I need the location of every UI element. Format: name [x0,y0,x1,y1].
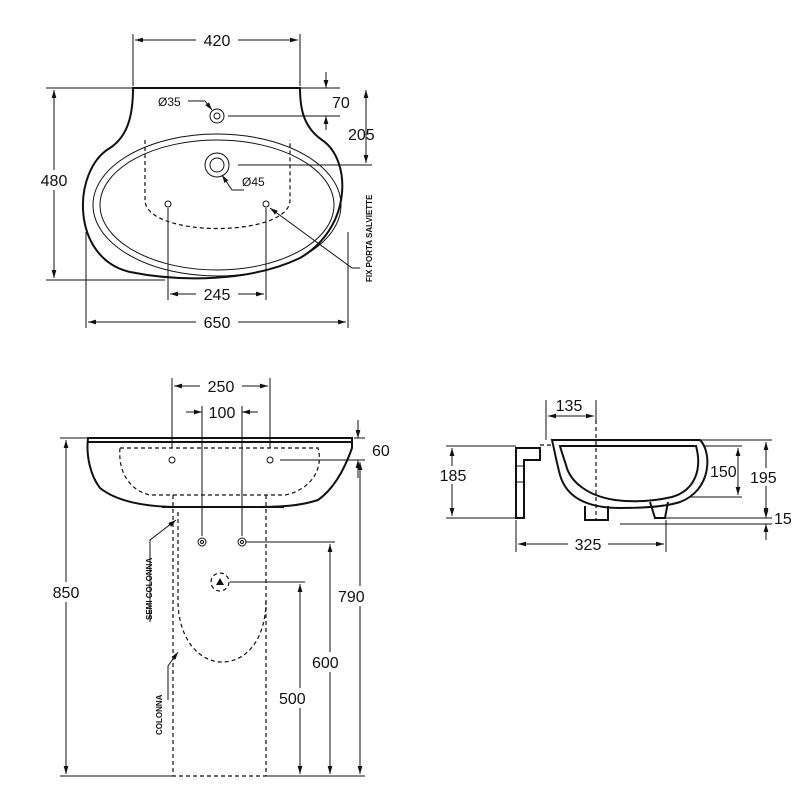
dim-70: 70 [332,95,350,112]
basin-side-outline [550,439,709,510]
wall-bracket [515,447,541,519]
bowl-hidden-line [144,140,291,229]
pedestal-hidden [172,495,267,777]
label-d35: Ø35 [158,95,181,109]
dim-500: 500 [279,691,306,708]
front-view: 250 100 60 850 790 600 500 [46,376,390,777]
dim-850: 850 [53,585,80,602]
dim-195: 195 [750,470,777,487]
label-colonna: COLONNA [155,694,164,735]
side-view: 135 185 150 195 15 325 [436,398,792,554]
dim-250: 250 [208,379,235,396]
dim-480: 480 [41,173,68,190]
dim-325: 325 [575,537,602,554]
dim-600: 600 [312,655,339,672]
top-view: 420 480 Ø35 70 205 Ø45 FIX PORTA SALVIET… [34,30,375,332]
dim-185: 185 [440,468,467,485]
basin-top-outline [82,87,344,280]
drain-hole [204,152,230,178]
semi-pedestal-hidden [177,512,267,663]
fix-hole-right [262,200,270,208]
tap-hole [209,108,225,124]
dim-790: 790 [338,589,365,606]
label-towel-fix: FIX PORTA SALVIETTE [365,194,374,282]
label-semi-colonna: SEMI COLONNA [145,558,154,620]
front-bowl-hidden [119,447,320,496]
dim-205: 205 [348,127,375,144]
dim-150: 150 [710,464,737,481]
dim-100: 100 [209,405,236,422]
dim-420: 420 [204,33,231,50]
label-d45: Ø45 [242,175,265,189]
dim-135: 135 [556,398,583,415]
dim-650: 650 [204,315,231,332]
fix-hole-left [164,200,172,208]
dim-60: 60 [372,443,390,460]
dim-15: 15 [774,511,792,528]
dim-245: 245 [204,287,231,304]
basin-top-inner [92,133,342,277]
